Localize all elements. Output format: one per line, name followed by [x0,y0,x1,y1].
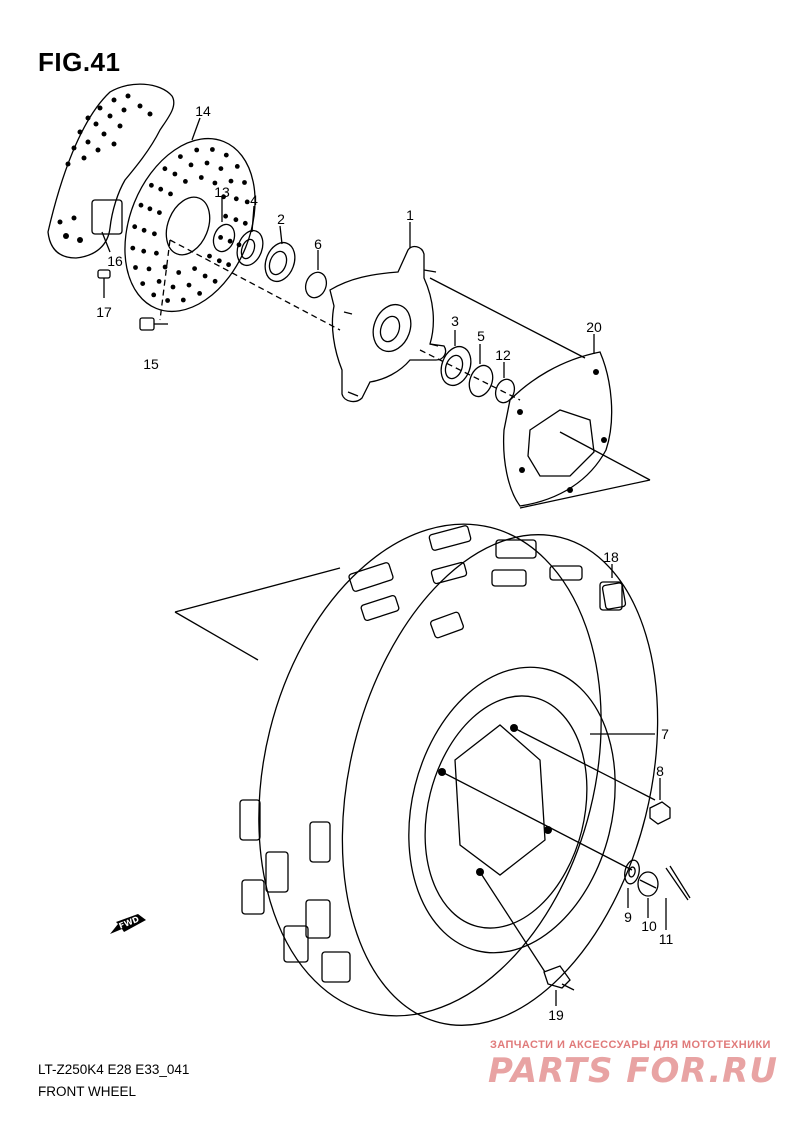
tire-and-rim-part-7 [174,523,659,1026]
brake-disc-part-14 [124,137,256,313]
valve-stem-part-19 [543,965,575,991]
callout-20: 20 [586,319,602,335]
callout-11: 11 [658,931,674,947]
cotter-pin-part-11 [665,865,691,901]
forward-direction-arrow-icon: FWD [110,914,146,934]
wheel-hub-part-1 [329,245,447,403]
washer-part-9 [624,859,640,885]
callout-19: 19 [548,1007,564,1023]
callout-17: 17 [96,304,112,320]
callout-16: 16 [107,253,123,269]
brake-bracket-part-16 [47,83,175,259]
callout-7: 7 [661,726,669,742]
callout-1: 1 [406,207,414,223]
callout-9: 9 [624,909,632,925]
callout-3: 3 [451,313,459,329]
rubber-part-18 [601,582,627,610]
hub-axis-parts [159,223,586,404]
callout-15: 15 [143,356,159,372]
callout-6: 6 [314,236,322,252]
wheel-cover-part-20 [502,351,651,509]
callout-8: 8 [656,763,664,779]
callout-18: 18 [603,549,619,565]
model-code: LT-Z250K4 E28 E33_041 [38,1062,190,1077]
callout-14: 14 [195,103,211,119]
figure-title: FIG.41 [38,47,121,77]
callout-5: 5 [477,328,485,344]
watermark-logo: PARTS FOR.RU [488,1051,778,1091]
callout-4: 4 [250,192,258,208]
section-name: FRONT WHEEL [38,1084,137,1099]
callout-2: 2 [277,211,285,227]
watermark-tagline: ЗАПЧАСТИ И АКСЕССУАРЫ ДЛЯ МОТОТЕХНИКИ [490,1039,771,1051]
castle-nut-part-10 [637,871,659,897]
screw-part-17 [97,269,111,290]
bolt-part-15 [139,317,168,331]
lug-nut-part-8 [649,801,671,825]
callout-13: 13 [214,184,230,200]
callout-leader-lines [101,117,667,1006]
callout-12: 12 [495,347,511,363]
callout-10: 10 [641,918,657,934]
